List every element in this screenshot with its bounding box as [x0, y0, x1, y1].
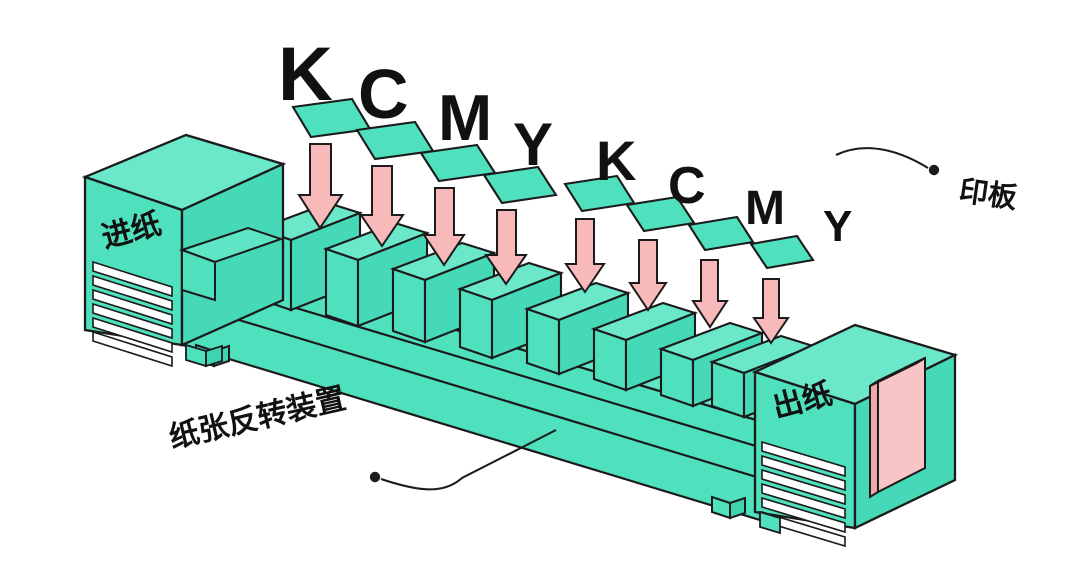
transfer-arrow [564, 218, 606, 294]
ink-transfer-arrows-group [297, 143, 790, 345]
output-tray-panel [869, 356, 926, 499]
printing-unit [590, 301, 699, 392]
transfer-arrow [484, 209, 528, 286]
transfer-arrow [691, 259, 729, 329]
feed-vent-slots [92, 260, 173, 368]
printing-plate [687, 215, 755, 252]
plate-letter: C [668, 157, 706, 215]
printing-plate [482, 165, 558, 205]
plate-letter: K [278, 32, 333, 117]
transfer-arrow [359, 165, 405, 248]
plate-letter: Y [513, 111, 553, 178]
paper-feed-unit [81, 133, 287, 368]
plate-letter: M [438, 81, 492, 154]
printing-plates-group [291, 97, 815, 270]
plate-letter: M [745, 182, 785, 235]
callout-leaders [369, 147, 940, 491]
output-vent-slots [761, 440, 846, 548]
reverser-callout-leader [380, 429, 557, 491]
label-paper-reverser: 纸张反转装置 [166, 382, 349, 455]
transfer-arrow [628, 239, 668, 312]
plate-letter: Y [823, 202, 852, 251]
transfer-arrow [297, 143, 344, 230]
paper-output-unit [751, 323, 959, 548]
printing-plate [625, 195, 696, 233]
plate-callout-dot [928, 164, 940, 176]
plate-letter: C [358, 55, 409, 133]
transfer-arrow [752, 278, 790, 345]
plate-callout-leader [835, 147, 929, 169]
reverser-callout-dot [369, 471, 381, 483]
plate-letter: K [596, 129, 636, 192]
transfer-arrow [422, 187, 466, 267]
label-printing-plate: 印板 [957, 174, 1020, 215]
cmyk-letters-group: K C M Y K C M Y [278, 32, 852, 251]
printing-plate [749, 234, 815, 270]
